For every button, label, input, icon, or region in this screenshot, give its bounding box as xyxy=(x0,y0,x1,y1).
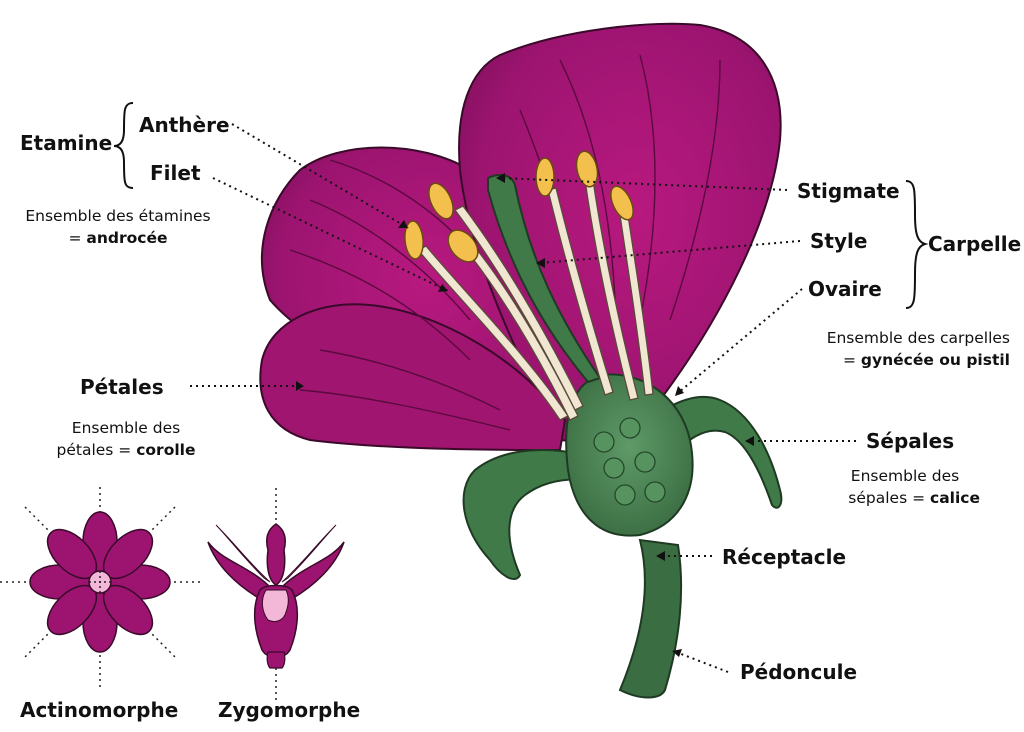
note-androcee-line2: = androcée xyxy=(0,227,236,249)
note-gynecee-term: gynécée ou pistil xyxy=(860,351,1010,369)
note-gynecee: Ensemble des carpelles = gynécée ou pist… xyxy=(760,327,1010,371)
brace-etamine xyxy=(113,102,134,189)
anthers xyxy=(404,150,634,263)
note-calice-prefix: sépales = xyxy=(848,489,931,507)
leader-arrowheads xyxy=(296,173,754,657)
note-calice: Ensemble des sépales = calice xyxy=(790,465,980,509)
style xyxy=(487,173,602,384)
label-sepales: Sépales xyxy=(866,429,955,453)
leader-lines xyxy=(190,123,856,673)
brace-carpelle xyxy=(905,180,929,309)
note-corolle-prefix: pétales = xyxy=(56,441,137,459)
note-calice-line1: Ensemble des xyxy=(850,467,960,485)
note-gynecee-prefix: = xyxy=(842,351,861,369)
note-androcee-line1: Ensemble des étamines xyxy=(25,207,211,225)
label-ovaire: Ovaire xyxy=(808,277,882,301)
label-stigmate: Stigmate xyxy=(797,179,900,203)
note-androcee-prefix: = xyxy=(68,229,87,247)
filaments xyxy=(416,179,654,421)
label-zygomorphe: Zygomorphe xyxy=(218,698,361,722)
label-style: Style xyxy=(810,229,868,253)
label-actinomorphe: Actinomorphe xyxy=(20,698,179,722)
note-gynecee-line2: = gynécée ou pistil xyxy=(760,349,1010,371)
note-calice-line2: sépales = calice xyxy=(790,487,980,509)
label-filet: Filet xyxy=(150,161,201,185)
label-etamine: Etamine xyxy=(20,131,113,155)
note-androcee-term: androcée xyxy=(86,229,168,247)
label-carpelle: Carpelle xyxy=(928,232,1022,256)
note-corolle-term: corolle xyxy=(136,441,196,459)
label-anthere: Anthère xyxy=(139,113,230,137)
pedoncule-stem xyxy=(618,538,683,699)
sepal-left xyxy=(462,449,592,580)
note-corolle: Ensemble des pétales = corolle xyxy=(36,417,216,461)
label-receptacle: Réceptacle xyxy=(722,545,847,569)
ovules xyxy=(593,417,666,506)
note-gynecee-line1: Ensemble des carpelles xyxy=(826,329,1010,347)
petal-front xyxy=(259,303,567,452)
note-androcee: Ensemble des étamines = androcée xyxy=(0,205,236,249)
zygomorphe-flower xyxy=(207,488,345,700)
note-corolle-line1: Ensemble des xyxy=(71,419,181,437)
label-pedoncule: Pédoncule xyxy=(740,660,858,684)
label-petales: Pétales xyxy=(80,375,164,399)
actinomorphe-flower xyxy=(0,487,200,690)
note-corolle-line2: pétales = corolle xyxy=(36,439,216,461)
note-calice-term: calice xyxy=(930,489,980,507)
